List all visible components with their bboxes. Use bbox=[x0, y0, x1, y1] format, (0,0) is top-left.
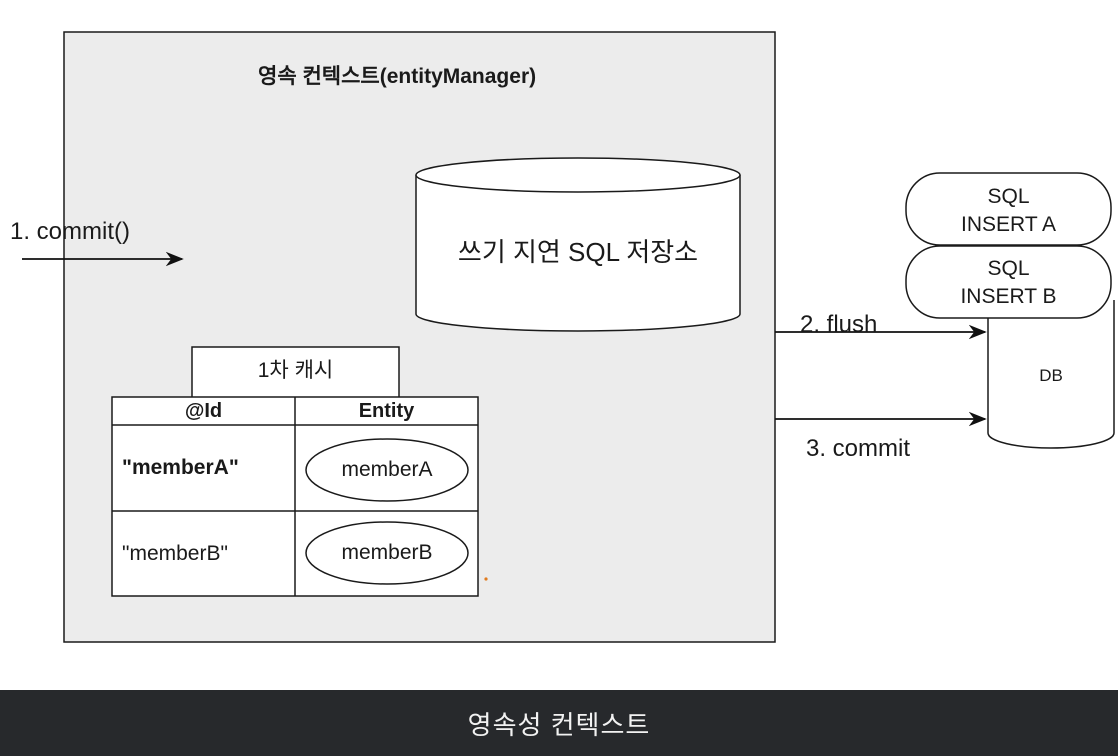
figure-caption-bar: 영속성 컨텍스트 bbox=[0, 690, 1118, 756]
stray-dot bbox=[484, 577, 488, 581]
sql-insert-b-line2: INSERT B bbox=[960, 285, 1057, 308]
commit-call-label: 1. commit() bbox=[10, 218, 130, 245]
db-label: DB bbox=[1039, 366, 1063, 385]
cache-header-id: @Id bbox=[184, 400, 223, 422]
sql-insert-b-pill bbox=[905, 245, 1112, 319]
sql-insert-b-line1: SQL bbox=[987, 257, 1030, 280]
sql-insert-a-line1: SQL bbox=[987, 185, 1030, 208]
sql-insert-a-pill bbox=[905, 172, 1112, 246]
write-behind-store-label: 쓰기 지연 SQL 저장소 bbox=[457, 237, 699, 267]
figure-caption: 영속성 컨텍스트 bbox=[467, 709, 651, 740]
persistence-context-diagram bbox=[22, 31, 1115, 643]
sql-insert-a-line2: INSERT A bbox=[961, 213, 1056, 236]
cache-row-id-memberB: "memberB" bbox=[122, 542, 228, 565]
cache-header-entity: Entity bbox=[358, 400, 415, 422]
database-cylinder bbox=[987, 300, 1115, 449]
entity-ellipse-memberA bbox=[305, 438, 469, 502]
cache-row-entity-memberB: memberB bbox=[341, 541, 433, 564]
entity-ellipse-memberB bbox=[305, 521, 469, 585]
flush-label: 2. flush bbox=[800, 311, 878, 338]
cache-row-entity-memberA: memberA bbox=[341, 458, 433, 481]
cache-title: 1차 캐시 bbox=[257, 359, 334, 382]
commit-label: 3. commit bbox=[806, 435, 911, 462]
write-behind-sql-store bbox=[415, 157, 741, 332]
cache-row-id-memberA: "memberA" bbox=[122, 456, 239, 479]
context-title: 영속 컨텍스트(entityManager) bbox=[258, 65, 537, 88]
cache-title-box bbox=[191, 346, 400, 399]
